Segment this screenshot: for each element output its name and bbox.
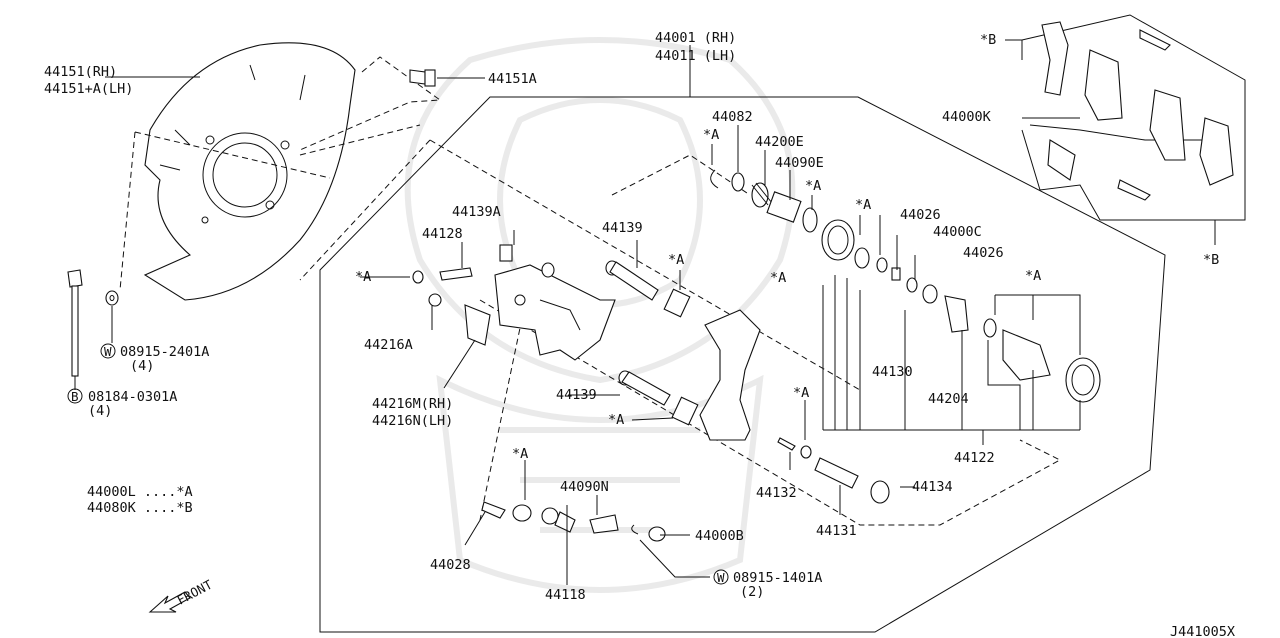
caliper-body (699, 309, 761, 441)
label-44000k: 44000K (942, 109, 992, 125)
backing-plate (143, 42, 356, 301)
bolt-marker-icon (67, 388, 83, 404)
label-44026-a: 44026 (900, 207, 941, 223)
label-star-a-9: *A (793, 385, 809, 401)
guide-pin-lower (618, 370, 699, 426)
label-08915-2401a-qty: (4) (130, 358, 154, 374)
front-arrow-icon (148, 591, 191, 613)
label-star-a-5: *A (770, 270, 786, 286)
backing-bolt (409, 69, 436, 87)
label-08184-0301a: 08184-0301A (88, 389, 177, 405)
label-44026-b: 44026 (963, 245, 1004, 261)
label-star-a-7: *A (355, 269, 371, 285)
parts-chain-upper (710, 169, 1101, 403)
label-44132: 44132 (756, 485, 797, 501)
label-44216m: 44216M(RH) (372, 396, 453, 412)
label-44122: 44122 (954, 450, 995, 466)
label-44151a: 44151A (488, 71, 537, 87)
guide-pin-upper (605, 260, 691, 318)
label-44000b: 44000B (695, 528, 744, 544)
label-star-a-2: *A (805, 178, 821, 194)
label-44090n: 44090N (560, 479, 609, 495)
pad-kit (1041, 21, 1234, 201)
caliper-bracket (494, 264, 616, 361)
legend-star-b: 44080K ....*B (87, 500, 193, 516)
label-star-a-3: *A (855, 197, 871, 213)
label-44204: 44204 (928, 391, 969, 407)
label-44011-lh: 44011 (LH) (655, 48, 736, 64)
label-08184-0301a-qty: (4) (88, 403, 112, 419)
label-44139-bottom: 44139 (556, 387, 597, 403)
label-star-b-2: *B (1203, 252, 1219, 268)
label-44139a: 44139A (452, 204, 501, 220)
label-44131: 44131 (816, 523, 857, 539)
label-44151-rh: 44151(RH) (44, 64, 117, 80)
washer-marker-icon-2 (713, 569, 729, 585)
diagram-code: J441005X (1170, 624, 1235, 638)
label-star-a-6: *A (668, 252, 684, 268)
label-44028: 44028 (430, 557, 471, 573)
marker-b1: B (71, 389, 79, 404)
label-44134: 44134 (912, 479, 953, 495)
label-star-a-8: *A (608, 412, 624, 428)
label-44001-rh: 44001 (RH) (655, 30, 736, 46)
lower-parts (481, 437, 890, 542)
label-08915-2401a: 08915-2401A (120, 344, 209, 360)
label-star-a-4: *A (1025, 268, 1041, 284)
label-08915-1401a: 08915-1401A (733, 570, 822, 586)
label-star-b-1: *B (980, 32, 996, 48)
label-star-a-10: *A (512, 446, 528, 462)
washer-marker-icon (100, 343, 116, 359)
label-44082: 44082 (712, 109, 753, 125)
label-front: FRONT (174, 577, 215, 608)
bolt-08184 (67, 269, 83, 377)
label-44130: 44130 (872, 364, 913, 380)
label-44139-top: 44139 (602, 220, 643, 236)
label-44090e: 44090E (775, 155, 824, 171)
legend-star-a: 44000L ....*A (87, 484, 193, 500)
label-44128: 44128 (422, 226, 463, 242)
marker-w1: W (104, 344, 112, 359)
bleeder-parts (412, 244, 555, 346)
label-08915-1401a-qty: (2) (740, 584, 764, 600)
label-44216a: 44216A (364, 337, 413, 353)
marker-w2: W (717, 570, 725, 585)
label-star-a-1: *A (703, 127, 719, 143)
label-44151-lh: 44151+A(LH) (44, 81, 133, 97)
label-44216n: 44216N(LH) (372, 413, 453, 429)
label-44000c: 44000C (933, 224, 982, 240)
label-44118: 44118 (545, 587, 586, 603)
label-44200e: 44200E (755, 134, 804, 150)
washer-08915-2401a (105, 290, 119, 306)
